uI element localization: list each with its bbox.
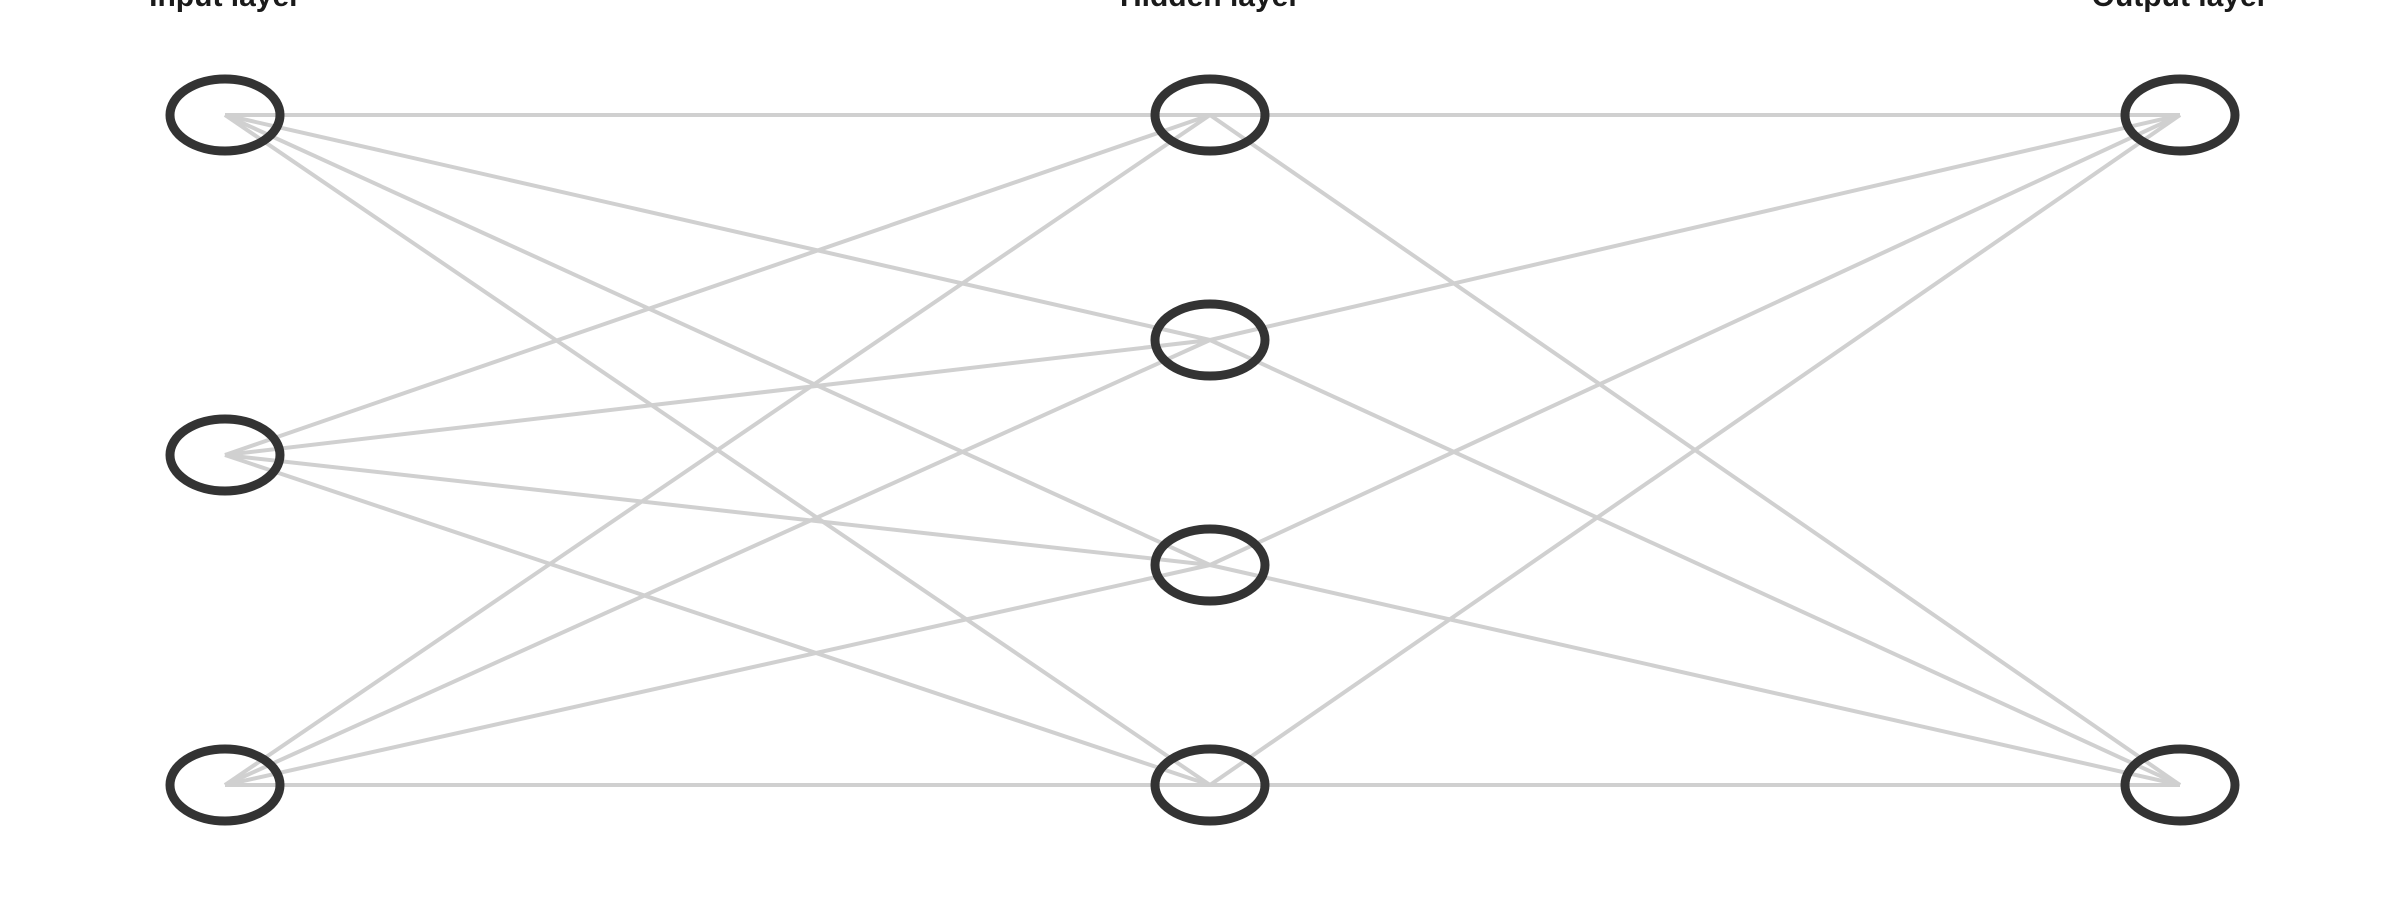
layer-label-output: Output layer bbox=[2092, 0, 2269, 12]
graph-node-i1[interactable] bbox=[165, 74, 285, 156]
layer-label-input: Input layer bbox=[149, 0, 301, 12]
graph-edge bbox=[224, 563, 1211, 787]
edges-group bbox=[223, 113, 2182, 787]
graph-edge bbox=[1209, 338, 2181, 787]
graph-node-h1[interactable] bbox=[1150, 74, 1270, 156]
graph-edge bbox=[1208, 113, 2182, 787]
graph-node-i3[interactable] bbox=[165, 744, 285, 826]
graph-node-h3[interactable] bbox=[1150, 524, 1270, 606]
graph-edge bbox=[224, 338, 1211, 787]
graph-edge bbox=[1209, 563, 2181, 787]
graph-edge bbox=[1209, 113, 2181, 342]
graph-edge bbox=[224, 453, 1211, 787]
graph-node-o2[interactable] bbox=[2120, 744, 2240, 826]
layer-label-hidden: Hidden layer bbox=[1120, 0, 1300, 12]
graph-edge bbox=[223, 113, 1212, 787]
graph-edge bbox=[224, 113, 1211, 567]
graph-edge bbox=[224, 113, 1211, 342]
graph-node-h4[interactable] bbox=[1150, 744, 1270, 826]
graph-edge bbox=[224, 338, 1211, 457]
graph-edge bbox=[224, 453, 1211, 567]
nodes-group bbox=[165, 74, 2240, 826]
graph-edge bbox=[224, 113, 1211, 457]
graph-node-h2[interactable] bbox=[1150, 299, 1270, 381]
graph-node-i2[interactable] bbox=[165, 414, 285, 496]
graph-edge bbox=[1209, 113, 2181, 567]
graph-node-o1[interactable] bbox=[2120, 74, 2240, 156]
